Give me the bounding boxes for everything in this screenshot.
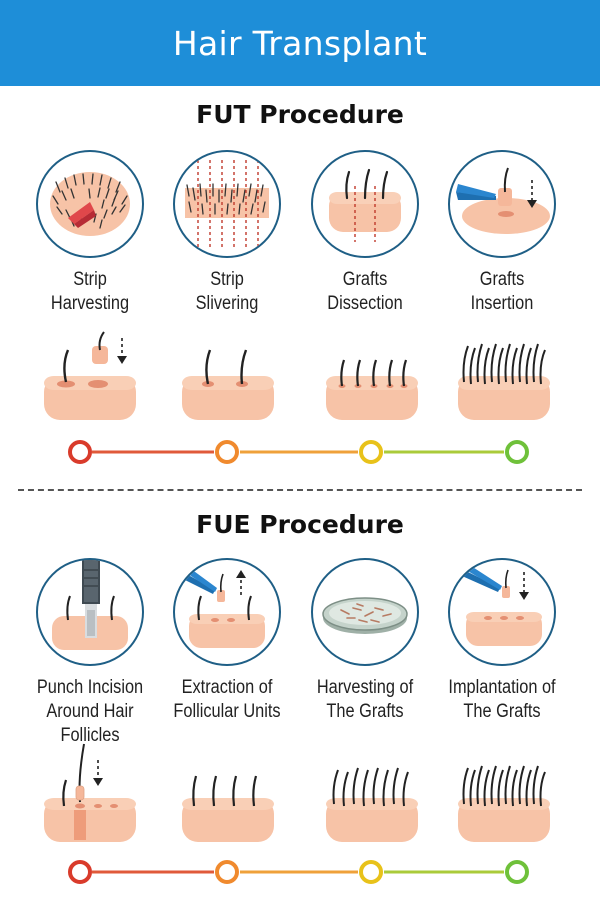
- section-divider: [18, 489, 582, 491]
- grafts-dissection-icon: [311, 150, 419, 258]
- grafts-insertion-icon: [448, 150, 556, 258]
- fue-scalp-stage-2: [180, 740, 276, 844]
- fue-step-2-label: Extraction of Follicular Units: [163, 676, 292, 724]
- fut-scalp-stage-3: [324, 330, 420, 422]
- implantation-icon: [448, 558, 556, 666]
- punch-incision-icon: [36, 558, 144, 666]
- fue-step-4-line1: Implantation of: [448, 677, 556, 698]
- fut-step-2-line1: Strip: [210, 269, 244, 290]
- fut-timeline: [0, 438, 600, 466]
- fut-step-4-line1: Grafts: [479, 269, 525, 290]
- fue-scalp-stage-1: [42, 740, 138, 844]
- strip-slivering-icon: [173, 150, 281, 258]
- fue-timeline: [0, 858, 600, 886]
- fue-step-3-label: Harvesting of The Grafts: [301, 676, 430, 724]
- fue-step-2-line2: Follicular Units: [173, 701, 281, 722]
- fue-section-title: FUE Procedure: [196, 510, 404, 539]
- fue-timeline-node-3: [359, 860, 383, 884]
- fut-step-3-line2: Dissection: [327, 293, 403, 314]
- fue-step-1-line1: Punch Incision: [36, 677, 144, 698]
- strip-harvesting-icon: [36, 150, 144, 258]
- extraction-icon: [173, 558, 281, 666]
- fue-scalp-stage-4: [456, 740, 552, 844]
- fue-step-3-line2: The Grafts: [326, 701, 404, 722]
- fue-step-1-line2: Around Hair Follicles: [46, 701, 134, 746]
- fue-timeline-node-4: [505, 860, 529, 884]
- fut-timeline-node-2: [215, 440, 239, 464]
- fut-step-1-line1: Strip: [73, 269, 107, 290]
- fut-step-2-line2: Slivering: [195, 293, 259, 314]
- petri-dish-icon: [311, 558, 419, 666]
- fue-step-4-line2: The Grafts: [463, 701, 541, 722]
- fut-scalp-stage-2: [180, 330, 276, 422]
- title-banner: Hair Transplant: [0, 0, 600, 86]
- fut-step-4-label: Grafts Insertion: [438, 268, 567, 316]
- fut-scalp-stage-4: [456, 330, 552, 422]
- fut-step-4-line2: Insertion: [470, 293, 534, 314]
- fut-section-title: FUT Procedure: [196, 100, 404, 129]
- fut-timeline-node-3: [359, 440, 383, 464]
- fut-scalp-stage-1: [42, 330, 138, 422]
- fut-step-2-label: Strip Slivering: [163, 268, 292, 316]
- fut-step-1-line2: Harvesting: [50, 293, 130, 314]
- fut-step-1-label: Strip Harvesting: [26, 268, 155, 316]
- page-title: Hair Transplant: [172, 23, 428, 63]
- fue-timeline-node-1: [68, 860, 92, 884]
- fut-step-3-label: Grafts Dissection: [301, 268, 430, 316]
- fut-timeline-node-1: [68, 440, 92, 464]
- fue-scalp-stage-3: [324, 740, 420, 844]
- fue-step-4-label: Implantation of The Grafts: [438, 676, 567, 724]
- fut-step-3-line1: Grafts: [342, 269, 388, 290]
- fue-step-1-label: Punch Incision Around Hair Follicles: [26, 676, 155, 748]
- fue-step-3-line1: Harvesting of: [316, 677, 414, 698]
- fue-timeline-node-2: [215, 860, 239, 884]
- fue-step-2-line1: Extraction of: [181, 677, 273, 698]
- fut-timeline-node-4: [505, 440, 529, 464]
